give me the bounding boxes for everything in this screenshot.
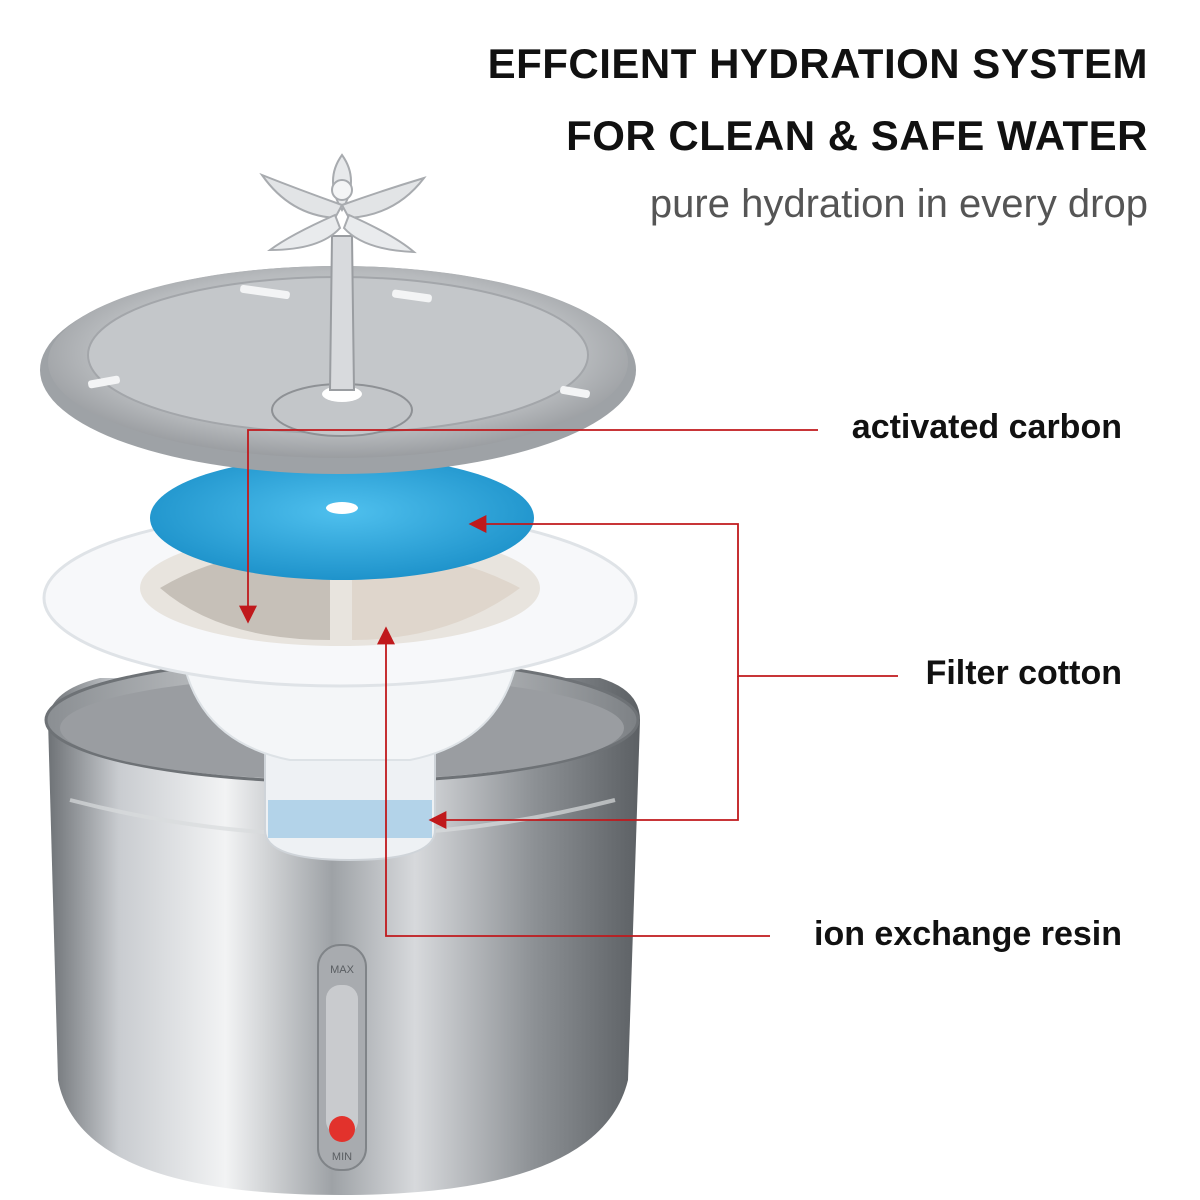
headline-line-2: FOR CLEAN & SAFE WATER <box>566 112 1148 159</box>
leader-line-filter-cotton-sponge <box>468 515 898 677</box>
callout-ion-exchange-resin: ion exchange resin <box>814 915 1122 953</box>
callout-filter-cotton: Filter cotton <box>925 654 1122 692</box>
leader-line-activated-carbon <box>239 429 818 624</box>
leader-line-ion-exchange-resin <box>377 626 770 937</box>
gauge-min-label: MIN <box>332 1151 352 1163</box>
leader-lines <box>239 429 898 937</box>
tagline: pure hydration in every drop <box>649 182 1148 226</box>
leader-line-filter-cotton-housing <box>428 676 739 829</box>
gauge-max-label: MAX <box>330 964 355 976</box>
filter-sponge <box>150 456 534 580</box>
headline-line-1: EFFCIENT HYDRATION SYSTEM <box>487 40 1148 87</box>
callout-activated-carbon: activated carbon <box>851 408 1122 446</box>
water-level-gauge: MAX MIN <box>317 944 367 1171</box>
flower-spout <box>259 153 427 437</box>
water-level-indicator <box>329 1116 355 1142</box>
